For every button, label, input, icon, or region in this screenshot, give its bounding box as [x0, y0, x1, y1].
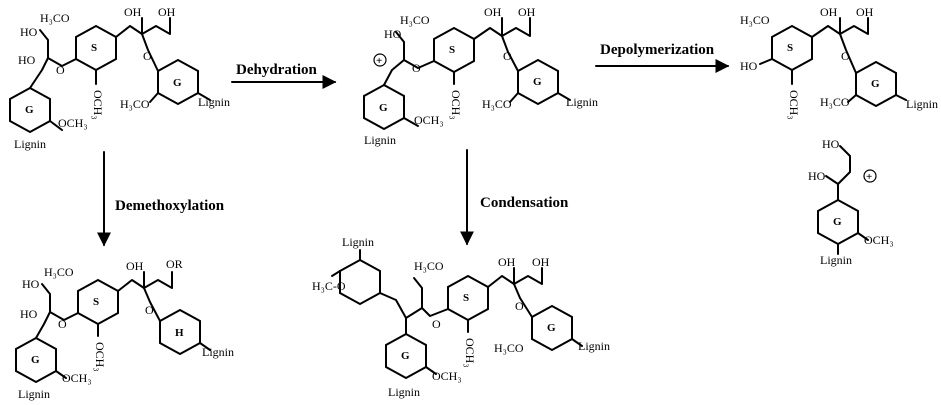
molecule-starting-dimer: S G G OH OH HO HO O O H₃CO OCH₃ H₃CO OCH…: [9, 5, 230, 151]
g-ring-1a-label: G: [25, 104, 34, 116]
demethoxylation-label: Demethoxylation: [115, 198, 225, 214]
svg-text:HO: HO: [384, 27, 402, 41]
svg-text:O: O: [841, 49, 850, 63]
svg-text:OH: OH: [124, 5, 142, 19]
svg-text:HO: HO: [20, 25, 38, 39]
svg-text:Lignin: Lignin: [388, 385, 420, 399]
svg-text:OCH₃: OCH₃: [864, 233, 894, 247]
svg-text:G: G: [871, 78, 880, 90]
svg-text:OH: OH: [126, 259, 144, 273]
svg-text:S: S: [787, 42, 793, 54]
svg-text:HO: HO: [22, 277, 40, 291]
svg-text:Lignin: Lignin: [14, 137, 46, 151]
svg-text:H₃CO: H₃CO: [120, 97, 150, 111]
svg-text:OH: OH: [484, 5, 502, 19]
svg-text:H₃CO: H₃CO: [40, 11, 70, 25]
svg-text:HO: HO: [18, 53, 36, 67]
svg-text:Lignin: Lignin: [18, 387, 50, 401]
svg-text:H₃CO: H₃CO: [740, 13, 770, 27]
svg-text:HO: HO: [20, 307, 38, 321]
svg-text:Lignin: Lignin: [820, 253, 852, 267]
svg-text:S: S: [93, 296, 99, 308]
molecule-carbocation-intermediate: S G G + OH OH HO O O H₃CO OCH₃ H₃CO OCH₃…: [363, 5, 598, 147]
svg-text:OH: OH: [532, 255, 550, 269]
svg-text:OH: OH: [498, 255, 516, 269]
svg-text:O: O: [56, 63, 65, 77]
molecule-demethoxylated-dimer: S G H OH OR HO HO O O H₃CO OCH₃ OCH₃ Lig…: [15, 257, 234, 401]
svg-text:S: S: [449, 44, 455, 56]
svg-text:O: O: [145, 303, 154, 317]
s-ring-1-label: S: [91, 42, 97, 54]
svg-text:H₃CO: H₃CO: [44, 265, 74, 279]
svg-text:HO: HO: [740, 59, 758, 73]
g-ring-1a: [9, 86, 51, 134]
svg-text:OH: OH: [518, 5, 536, 19]
svg-text:H₃CO: H₃CO: [400, 13, 430, 27]
svg-text:O: O: [143, 49, 152, 63]
svg-text:O: O: [432, 317, 441, 331]
svg-text:HO: HO: [808, 169, 826, 183]
svg-text:S: S: [463, 292, 469, 304]
svg-text:Lignin: Lignin: [578, 339, 610, 353]
molecule-condensed-trimer: S G G Lignin H₃C‑O H₃CO O OH OH O OCH₃ H…: [312, 235, 610, 399]
svg-text:H₃C‑O: H₃C‑O: [312, 279, 346, 293]
molecule-guaiacyl-cation: G + HO HO OCH₃ Lignin: [808, 137, 894, 267]
svg-text:O: O: [412, 61, 421, 75]
svg-text:G: G: [833, 216, 842, 228]
svg-text:+: +: [866, 171, 872, 183]
svg-text:Lignin: Lignin: [364, 133, 396, 147]
svg-text:+: +: [376, 55, 382, 67]
svg-text:H₃CO: H₃CO: [414, 259, 444, 273]
svg-text:OCH₃: OCH₃: [91, 90, 105, 120]
svg-text:OR: OR: [166, 257, 183, 271]
svg-text:OCH₃: OCH₃: [414, 113, 444, 127]
svg-text:OH: OH: [856, 5, 874, 19]
svg-text:O: O: [503, 49, 512, 63]
g-ring-1b-label: G: [173, 77, 182, 89]
svg-text:G: G: [533, 76, 542, 88]
svg-text:G: G: [401, 350, 410, 362]
svg-text:Lignin: Lignin: [906, 97, 938, 111]
svg-text:O: O: [515, 299, 524, 313]
svg-text:OCH₃: OCH₃: [432, 369, 462, 383]
svg-text:OCH₃: OCH₃: [787, 90, 801, 120]
svg-text:OH: OH: [158, 5, 176, 19]
molecule-depolymerized-syringyl: S G OH OH H₃CO HO O OCH₃ H₃CO Lignin: [740, 5, 938, 120]
svg-text:O: O: [58, 317, 67, 331]
svg-text:OCH₃: OCH₃: [463, 338, 477, 368]
svg-text:Lignin: Lignin: [202, 345, 234, 359]
depolymerization-label: Depolymerization: [600, 42, 715, 58]
svg-text:H₃CO: H₃CO: [820, 95, 850, 109]
condensation-label: Condensation: [480, 195, 569, 211]
dehydration-label: Dehydration: [236, 62, 317, 78]
svg-text:OH: OH: [820, 5, 838, 19]
svg-text:OCH₃: OCH₃: [449, 90, 463, 120]
svg-text:G: G: [379, 102, 388, 114]
svg-text:OCH₃: OCH₃: [62, 371, 92, 385]
svg-text:H₃CO: H₃CO: [482, 97, 512, 111]
svg-text:OCH₃: OCH₃: [58, 116, 88, 130]
svg-text:Lignin: Lignin: [566, 95, 598, 109]
svg-text:H₃CO: H₃CO: [494, 341, 524, 355]
svg-text:OCH₃: OCH₃: [93, 342, 107, 372]
svg-text:H: H: [175, 327, 184, 339]
svg-text:G: G: [547, 322, 556, 334]
svg-text:HO: HO: [822, 137, 840, 151]
svg-text:Lignin: Lignin: [342, 235, 374, 249]
svg-text:G: G: [31, 354, 40, 366]
svg-text:Lignin: Lignin: [198, 95, 230, 109]
